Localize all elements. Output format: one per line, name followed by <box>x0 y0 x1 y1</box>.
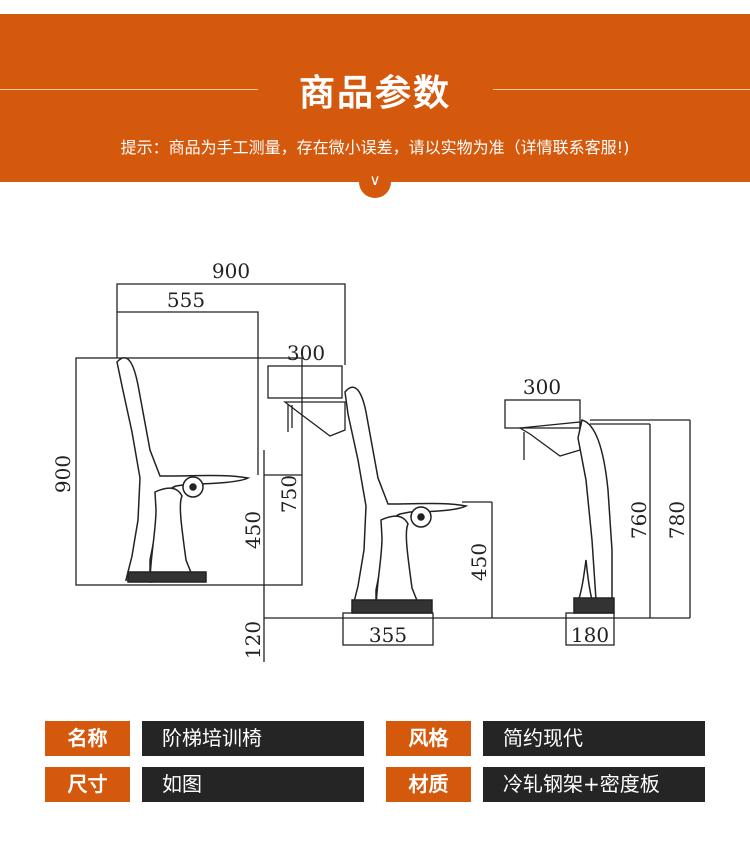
tablet-bracket-1 <box>283 401 346 437</box>
tablet-stand-drawing <box>573 419 615 614</box>
dim-label-355: 355 <box>369 623 407 647</box>
dim-label-750: 750 <box>277 475 301 513</box>
dim-label-120: 120 <box>241 621 265 659</box>
overall-depth-line <box>116 283 346 365</box>
dim-label-900-top: 900 <box>212 259 250 283</box>
title-divider-left <box>0 89 258 90</box>
writing-tablet-2 <box>504 399 581 429</box>
writing-tablet-1 <box>267 365 343 399</box>
chair-dimension-diagram: 900 555 300 900 750 450 120 450 355 300 … <box>51 259 691 662</box>
header-banner: 商品参数 提示：商品为手工测量，存在微小误差，请以实物为准（详情联系客服!) <box>0 14 750 182</box>
dim-label-450-left: 450 <box>241 511 265 549</box>
spec-label-material: 材质 <box>386 767 471 802</box>
spec-value-style: 简约现代 <box>483 721 705 756</box>
spec-label-name: 名称 <box>45 721 130 756</box>
spec-value-material: 冷轧钢架+密度板 <box>483 767 705 802</box>
spec-value-size: 如图 <box>142 767 364 802</box>
dim-label-760: 760 <box>627 501 651 539</box>
chair-1-drawing <box>116 356 251 583</box>
dim-label-300-left: 300 <box>287 341 325 365</box>
dim-label-300-right: 300 <box>523 375 561 399</box>
chair-2-drawing <box>344 386 469 614</box>
spec-value-name: 阶梯培训椅 <box>142 721 364 756</box>
page-title: 商品参数 <box>298 73 451 114</box>
dim-label-450-mid: 450 <box>467 543 491 581</box>
title-divider-right <box>493 89 750 90</box>
dim-label-900-left: 900 <box>51 455 75 493</box>
dim-label-180: 180 <box>571 623 609 647</box>
spec-label-size: 尺寸 <box>45 767 130 802</box>
chair-1-height-frame <box>75 357 303 586</box>
spec-label-style: 风格 <box>386 721 471 756</box>
seat-depth-line <box>117 311 259 475</box>
dim-label-780: 780 <box>665 501 689 539</box>
chevron-down-icon: ∨ <box>359 166 391 198</box>
measurement-tip: 提示：商品为手工测量，存在微小误差，请以实物为准（详情联系客服!) <box>120 138 630 157</box>
dim-label-555: 555 <box>167 288 205 312</box>
tablet-bracket-2 <box>517 421 581 457</box>
